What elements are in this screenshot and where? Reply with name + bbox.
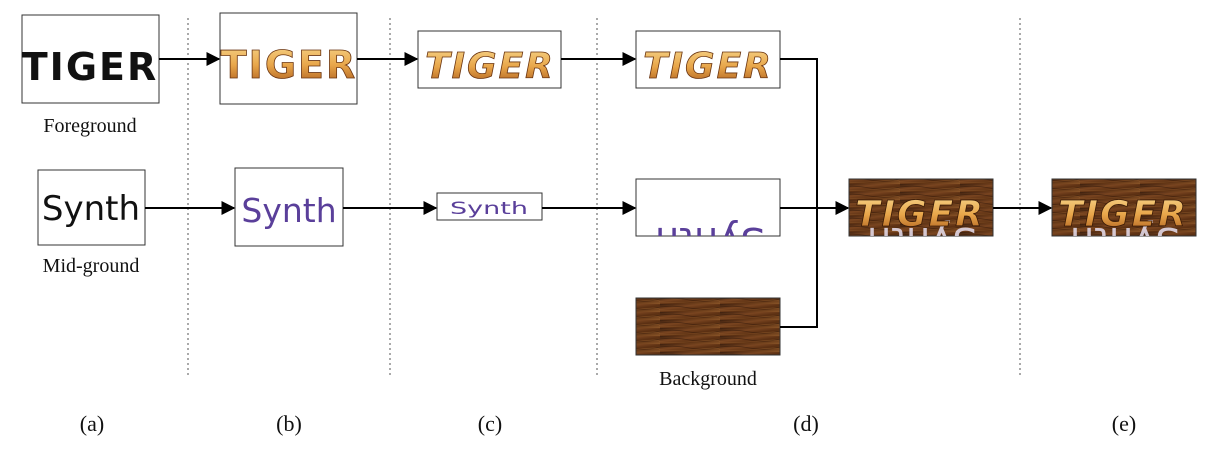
tiger-text-e: TIGER	[1058, 194, 1188, 235]
tiger-text-d: TIGER	[643, 46, 773, 87]
column-label-e: (e)	[1112, 411, 1136, 436]
tiger-text-a: TIGER	[22, 45, 158, 89]
midground-box-a: Synth	[37, 169, 146, 246]
tiger-text-b: TIGER	[221, 43, 357, 87]
synth-text-a: Synth	[42, 189, 140, 229]
synth-text-d: Synth	[655, 219, 765, 263]
foreground-box-b: TIGER	[219, 12, 358, 105]
synth-text-mix: Synth	[867, 219, 977, 263]
column-label-a: (a)	[80, 411, 104, 436]
midground-label: Mid-ground	[43, 255, 140, 277]
tiger-text-c: TIGER	[425, 46, 555, 87]
final-image: Synth TIGER	[1051, 178, 1197, 263]
column-label-c: (c)	[478, 411, 502, 436]
foreground-box-a: TIGER	[21, 14, 160, 104]
column-label-d: (d)	[793, 411, 819, 436]
synth-text-e: Synth	[1070, 219, 1180, 263]
foreground-box-d: TIGER	[635, 30, 781, 89]
background-texture	[635, 297, 781, 356]
synth-text-c: Synth	[450, 199, 528, 219]
foreground-label: Foreground	[43, 115, 136, 137]
connector-bg-merge	[780, 208, 818, 328]
tiger-text-mix: TIGER	[855, 194, 985, 235]
midground-box-c: Synth	[436, 192, 543, 221]
foreground-box-c: TIGER	[417, 30, 562, 89]
midground-box-d: Synth	[635, 178, 781, 263]
midground-box-b: Synth	[234, 167, 344, 247]
connector-fg-merge	[780, 58, 818, 208]
synth-text-b: Synth	[241, 191, 336, 230]
composite-image: Synth TIGER	[848, 178, 994, 263]
background-label: Background	[659, 368, 757, 390]
column-label-b: (b)	[276, 411, 302, 436]
